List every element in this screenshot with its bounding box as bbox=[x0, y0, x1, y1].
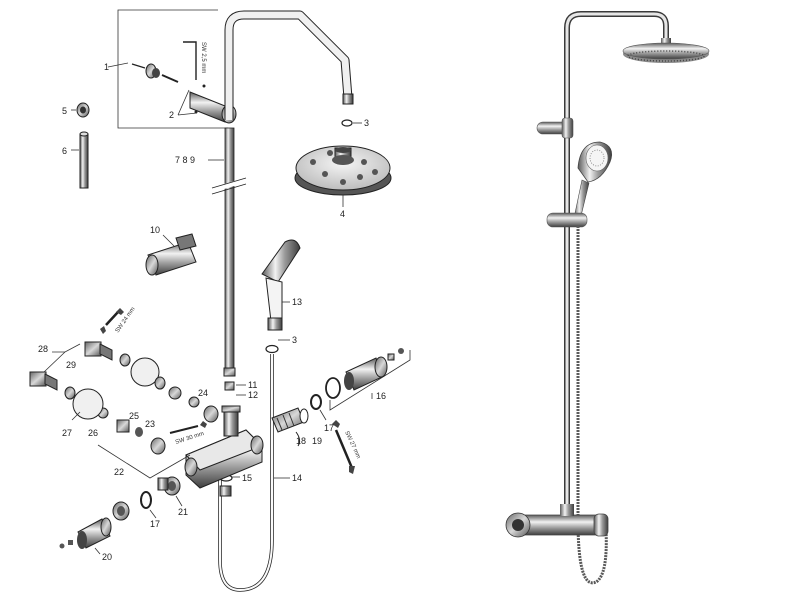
callout-17: 17 bbox=[324, 423, 334, 433]
product-render bbox=[505, 11, 710, 585]
callout-3: 3 bbox=[364, 118, 369, 128]
callout-1: 1 bbox=[104, 62, 109, 72]
callout-2: 2 bbox=[169, 110, 174, 120]
overhead-shower-head bbox=[294, 145, 392, 207]
callout-4: 4 bbox=[340, 209, 345, 219]
callout-11: 11 bbox=[248, 380, 257, 390]
callout-12: 12 bbox=[248, 390, 258, 400]
exploded-view: SW 2,5 mm bbox=[29, 9, 411, 592]
thermostat-mixer bbox=[505, 504, 609, 538]
eccentric-connection-group: SW 30 mm bbox=[97, 405, 219, 479]
callout-29: 29 bbox=[66, 360, 76, 370]
detail-box bbox=[117, 9, 228, 129]
callout-21: 21 bbox=[178, 507, 188, 517]
callout-19: 19 bbox=[312, 436, 322, 446]
overhead-shower-head bbox=[622, 38, 710, 63]
shower-hose bbox=[576, 226, 608, 585]
washer-part bbox=[341, 119, 353, 127]
callout-6: 6 bbox=[62, 146, 67, 156]
callout-16: 16 bbox=[376, 391, 386, 401]
callout-27: 27 bbox=[62, 428, 72, 438]
temperature-handle-group bbox=[325, 348, 411, 411]
callout-26: 26 bbox=[88, 428, 98, 438]
callout-28: 28 bbox=[38, 344, 48, 354]
callout-17: 17 bbox=[150, 519, 160, 529]
callout-22: 22 bbox=[114, 467, 124, 477]
flow-handle-part bbox=[59, 501, 130, 555]
callout-14: 14 bbox=[292, 473, 302, 483]
callout-7-8-9: 7 8 9 bbox=[175, 155, 195, 165]
o-ring-part bbox=[140, 491, 152, 509]
callout-5: 5 bbox=[62, 106, 67, 116]
callout-13: 13 bbox=[292, 297, 302, 307]
wall-anchor-part bbox=[107, 62, 179, 83]
extension-pipe-part bbox=[71, 131, 89, 189]
eccentric-part bbox=[29, 371, 104, 420]
callout-20: 20 bbox=[102, 552, 112, 562]
overhead-shower-arm bbox=[224, 10, 354, 120]
thermostat-mixer bbox=[184, 405, 264, 489]
washer-part bbox=[265, 344, 279, 354]
tool-label-sw30: SW 30 mm bbox=[175, 431, 205, 446]
callout-23: 23 bbox=[145, 419, 155, 429]
callout-10: 10 bbox=[150, 225, 160, 235]
callout-15: 15 bbox=[242, 473, 252, 483]
connection-nut-part bbox=[157, 476, 183, 507]
callout-25: 25 bbox=[129, 411, 139, 421]
hand-shower bbox=[573, 141, 613, 221]
callout-3: 3 bbox=[292, 335, 297, 345]
tool-label-sw25: SW 2,5 mm bbox=[200, 42, 206, 73]
wall-bracket bbox=[536, 117, 574, 139]
thermostatic-cartridge bbox=[271, 407, 309, 447]
hand-shower-part bbox=[261, 239, 301, 331]
eccentric-part: SW 24 mm bbox=[84, 306, 182, 400]
slider-holder bbox=[546, 212, 588, 228]
callout-24: 24 bbox=[198, 388, 208, 398]
wrench-icon: SW 27 mm bbox=[332, 420, 361, 474]
allen-key-icon: SW 2,5 mm bbox=[183, 41, 206, 80]
riser-pipe bbox=[208, 127, 247, 396]
slider-holder-part bbox=[145, 233, 197, 276]
callout-18: 18 bbox=[296, 436, 306, 446]
nut-part bbox=[188, 396, 200, 408]
rosette-part bbox=[71, 102, 90, 118]
o-ring-part bbox=[310, 394, 322, 410]
